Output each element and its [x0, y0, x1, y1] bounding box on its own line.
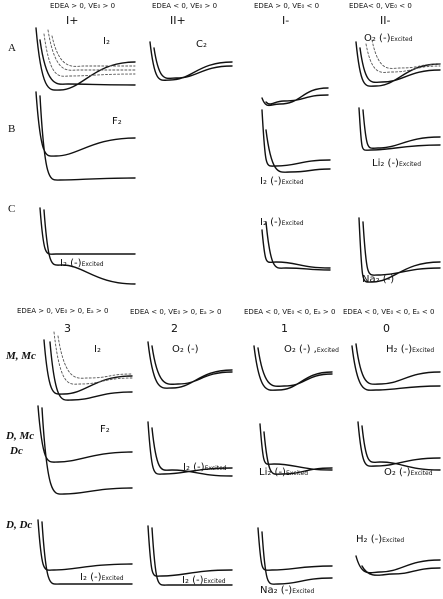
neutral-curve: [35, 91, 136, 157]
excited-curve: [57, 335, 133, 379]
neutral-curve: [351, 345, 441, 391]
bottom-col-condition-1: EDEA > 0, VE₀ > 0, Eₐ > 0: [17, 307, 109, 315]
bottom-col-condition-2: EDEA < 0, VE₀ > 0, Eₐ > 0: [130, 308, 222, 316]
anion-curve: [257, 347, 333, 387]
neutral-curve: [147, 341, 233, 389]
top-col-condition-1: EDEA > 0, VE₀ > 0: [50, 2, 116, 10]
bottom-row-label-2: D, Mc: [6, 430, 35, 442]
excited-curve: [53, 331, 133, 385]
molecule-label: O₂ (-) ,Excited: [284, 344, 339, 355]
neutral-curve: [253, 345, 333, 391]
anion-curve: [151, 527, 233, 586]
bottom-col-class-1: 3: [64, 322, 71, 335]
excited-curve: [43, 33, 136, 77]
neutral-curve: [355, 555, 441, 574]
bottom-col-class-2: 2: [171, 322, 178, 335]
anion-curve: [355, 343, 441, 385]
molecule-label: I₂ (-)Excited: [60, 258, 104, 269]
top-col-condition-2: EDEA < 0, VE₀ > 0: [152, 2, 218, 10]
molecule-label: O₂ (-)Excited: [364, 33, 413, 44]
anion-curve: [361, 565, 441, 576]
anion-curve: [151, 345, 233, 385]
neutral-curve: [147, 421, 233, 475]
molecule-label: O₂ (-)Excited: [384, 467, 433, 478]
molecule-label: I₂ (-)Excited: [260, 176, 304, 187]
molecule-label: I₂ (-)Excited: [80, 572, 124, 583]
molecule-label: I₂: [94, 344, 101, 355]
bottom-col-condition-4: EDEA < 0, VE₀ < 0, Eₐ < 0: [343, 308, 435, 316]
excited-curve: [365, 43, 441, 73]
molecule-label: Li₂ (-)Excited: [372, 158, 422, 169]
anion-curve: [41, 521, 133, 585]
anion-curve: [359, 47, 441, 84]
neutral-curve: [261, 109, 331, 167]
molecule-label: I₂: [103, 36, 110, 47]
excited-curve: [371, 39, 441, 69]
anion-curve: [49, 341, 133, 401]
neutral-curve: [259, 423, 333, 471]
top-col-class-1: I+: [66, 14, 79, 27]
anion-curve: [41, 407, 133, 495]
top-row-label-a: A: [8, 42, 16, 54]
top-col-condition-4: EDEA< 0, VE₀ < 0: [349, 2, 412, 10]
anion-curve: [261, 531, 333, 585]
top-row-label-c: C: [8, 203, 16, 215]
bottom-col-class-4: 0: [383, 322, 390, 335]
anion-curve: [265, 129, 331, 173]
top-col-class-2: II+: [170, 14, 186, 27]
anion-curve: [362, 109, 441, 149]
top-col-class-4: II-: [380, 14, 391, 27]
molecule-label: F₂: [112, 116, 122, 127]
bottom-row-label-4: D, Dc: [6, 519, 33, 531]
anion-curve: [43, 209, 136, 285]
neutral-curve: [37, 405, 133, 463]
top-col-condition-3: EDEA > 0, VE₀ < 0: [254, 2, 320, 10]
neutral-curve: [358, 217, 441, 283]
neutral-curve: [261, 229, 331, 269]
anion-curve: [39, 39, 136, 86]
curve-layer: [35, 27, 441, 586]
molecule-label: Na₂ (-): [362, 274, 395, 285]
neutral-curve: [149, 41, 233, 81]
neutral-curve: [43, 339, 133, 395]
molecule-label: O₂ (-): [172, 344, 199, 355]
molecule-label: H₂ (-)Excited: [356, 534, 405, 545]
bottom-col-condition-3: EDEA < 0, VE₀ < 0, Eₐ > 0: [244, 308, 336, 316]
molecule-label: F₂: [100, 424, 110, 435]
anion-curve: [265, 221, 331, 271]
excited-curve: [47, 29, 136, 71]
top-col-class-3: I-: [282, 14, 290, 27]
neutral-curve: [357, 421, 441, 467]
molecule-label: C₂: [196, 39, 207, 50]
bottom-col-class-3: 1: [281, 322, 288, 335]
anion-curve: [153, 47, 233, 80]
molecule-label: I₂ (-)Excited: [182, 575, 226, 586]
neutral-curve: [358, 107, 441, 151]
neutral-curve: [35, 27, 136, 91]
molecule-label: H₂ (-)Excited: [386, 344, 435, 355]
molecule-label: Li₂ (-)Excited: [259, 467, 309, 478]
anion-curve: [265, 94, 329, 105]
anion-curve: [263, 431, 333, 475]
bottom-row-label-3: Dc: [10, 445, 23, 457]
neutral-curve: [37, 519, 133, 571]
anion-curve: [362, 221, 441, 276]
neutral-curve: [257, 527, 333, 571]
anion-curve: [39, 95, 136, 181]
molecule-label: I₂ (-)Excited: [183, 462, 227, 473]
bottom-row-label-1: M, Mc: [6, 350, 36, 362]
anion-curve: [151, 427, 233, 477]
neutral-curve: [261, 87, 329, 107]
top-row-label-b: B: [8, 123, 16, 135]
molecule-label: Na₂ (-)Excited: [260, 585, 315, 596]
neutral-curve: [39, 207, 136, 255]
anion-curve: [361, 425, 441, 471]
neutral-curve: [147, 525, 233, 577]
excited-curve: [51, 35, 136, 67]
molecule-label: I₂ (-)Excited: [260, 217, 304, 228]
